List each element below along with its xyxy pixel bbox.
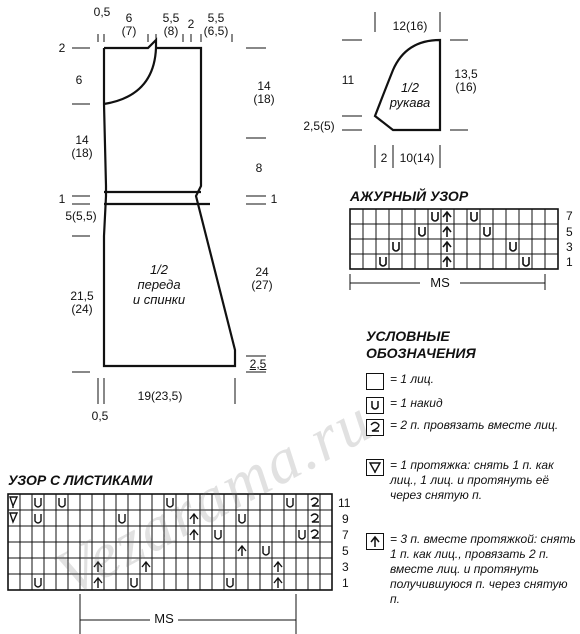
yarn-over-icon [34, 578, 42, 588]
yarn-over-icon [238, 514, 246, 524]
sl1-k1-psso-icon [9, 496, 19, 508]
front-back-label: 1/2 переда и спинки [132, 262, 186, 307]
dim-front-bottom-1: 0,5 [91, 409, 109, 423]
yarn-over-icon [58, 498, 66, 508]
yarn-over-icon [34, 498, 42, 508]
sleeve-outline [373, 38, 442, 132]
sl1-k1-psso-icon [9, 512, 19, 524]
dim-front-top-2: 5,5 (8) [162, 11, 180, 38]
dim-front-right-0: 14 (18) [253, 79, 275, 106]
leaf-repeat-label: MS [154, 611, 174, 626]
leaf-row-3: 3 [342, 560, 349, 574]
legend-title: УСЛОВНЫЕ ОБОЗНАЧЕНИЯ [366, 328, 476, 361]
dim-sleeve-left-1: 2,5(5) [303, 119, 335, 133]
sl1-k2tog-psso-icon [189, 512, 199, 524]
dim-front-bottom-0: 19(23,5) [137, 389, 183, 403]
leaf-symbols [9, 496, 319, 588]
leaf-row-5: 5 [342, 544, 349, 558]
dim-sleeve-top: 12(16) [392, 19, 428, 33]
yarn-over-icon [379, 257, 387, 267]
lace-row-7: 7 [566, 209, 573, 223]
leaf-row-7: 7 [342, 528, 349, 542]
yarn-over-icon [34, 514, 42, 524]
sl1-k2tog-psso-icon [273, 560, 283, 572]
lace-row-1: 1 [566, 255, 573, 269]
yarn-over-icon [226, 578, 234, 588]
sl1-k2tog-psso-icon [442, 240, 452, 252]
sleeve-dimension-marks [342, 12, 468, 168]
leaf-pattern-title: УЗОР С ЛИСТИКАМИ [8, 472, 153, 488]
lace-row-5: 5 [566, 225, 573, 239]
k2tog-icon [310, 529, 319, 539]
yarn-over-icon [262, 546, 270, 556]
dim-front-left-5: 21,5 (24) [70, 289, 94, 316]
sl1-k2tog-psso-icon [273, 576, 283, 588]
yarn-over-icon [509, 242, 517, 252]
dim-front-top-3: 2 [187, 17, 195, 31]
dim-sleeve-right: 13,5 (16) [454, 67, 478, 94]
dim-front-right-3: 24 (27) [251, 265, 273, 292]
sl1-k2tog-psso-icon [237, 544, 247, 556]
yarn-over-icon [166, 498, 174, 508]
sl1-k2tog-psso-icon [189, 528, 199, 540]
yarn-over-icon [366, 397, 384, 414]
sl1-k2tog-psso-icon [93, 560, 103, 572]
dim-front-left-0: 2 [58, 41, 66, 55]
lace-grid [349, 208, 559, 290]
leaf-row-11: 11 [338, 496, 351, 510]
sl1-k2tog-psso-icon [442, 210, 452, 222]
sl1-k2tog-psso-icon [442, 225, 452, 237]
dim-front-top-0: 0,5 [93, 5, 111, 19]
yarn-over-icon [298, 530, 306, 540]
yarn-over-icon [392, 242, 400, 252]
lace-symbols [379, 210, 530, 267]
dim-front-left-2: 14 (18) [71, 133, 93, 160]
dim-front-top-1: 6 (7) [121, 11, 137, 38]
dim-front-left-4: 5(5,5) [65, 209, 97, 223]
sl1-k2tog-psso-icon [366, 533, 384, 550]
yarn-over-icon [431, 212, 439, 222]
k2tog-icon [366, 419, 384, 436]
front-dimension-marks [72, 34, 266, 404]
yarn-over-icon [286, 498, 294, 508]
yarn-over-icon [130, 578, 138, 588]
lace-pattern-title: АЖУРНЫЙ УЗОР [350, 188, 469, 204]
dim-sleeve-bottom-1: 10(14) [399, 151, 435, 165]
sl1-k2tog-psso-icon [93, 576, 103, 588]
yarn-over-icon [522, 257, 530, 267]
leaf-row-9: 9 [342, 512, 349, 526]
empty-cell-icon [366, 373, 384, 390]
sl1-k1-psso-icon [366, 459, 384, 476]
yarn-over-icon [470, 212, 478, 222]
k2tog-icon [310, 513, 319, 523]
sl1-k2tog-psso-icon [442, 255, 452, 267]
dim-front-left-3: 1 [58, 192, 66, 206]
yarn-over-icon [483, 227, 491, 237]
lace-row-3: 3 [566, 240, 573, 254]
dim-front-right-1: 8 [255, 161, 263, 175]
sleeve-label: 1/2 рукава [389, 80, 431, 110]
yarn-over-icon [118, 514, 126, 524]
dim-front-top-4: 5,5 (6,5) [203, 11, 229, 38]
yarn-over-icon [418, 227, 426, 237]
leaf-row-1: 1 [342, 576, 349, 590]
dim-front-right-4: 2,5 [249, 357, 267, 371]
yarn-over-icon [214, 530, 222, 540]
lace-repeat-label: MS [430, 275, 450, 290]
sl1-k2tog-psso-icon [141, 560, 151, 572]
leaf-grid [7, 493, 333, 634]
dim-sleeve-left-0: 11 [341, 73, 355, 87]
dim-front-left-1: 6 [75, 73, 83, 87]
dim-front-right-2: 1 [270, 192, 278, 206]
k2tog-icon [310, 497, 319, 507]
dim-sleeve-bottom-0: 2 [380, 151, 388, 165]
